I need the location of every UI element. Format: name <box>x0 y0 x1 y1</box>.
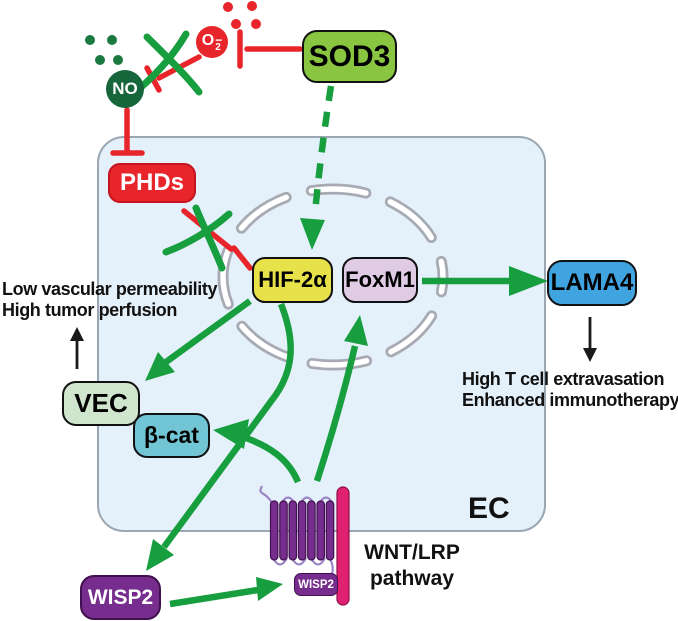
vec-node: VEC <box>62 381 140 426</box>
arrow-vec-effect <box>70 327 84 369</box>
foxm1-label: FoxM1 <box>345 267 415 292</box>
bcat-label: β-cat <box>144 422 199 448</box>
no-dots <box>85 35 123 65</box>
wisp2-receptor-tag: WISP2 <box>294 573 338 596</box>
arrow-receptor-foxm1 <box>313 315 368 483</box>
wnt-lrp-pathway-label: WNT/LRP pathway <box>352 540 472 593</box>
frizzled-receptor <box>259 485 350 606</box>
receptor-n-terminus <box>259 485 273 504</box>
no-molecule: NO <box>106 70 144 108</box>
cell-label: EC <box>468 492 510 525</box>
no-label: NO <box>112 79 138 98</box>
lama4-label: LAMA4 <box>550 269 634 296</box>
cross-out-icon-phds-hif2a <box>162 204 233 272</box>
inhibition-no-phds <box>110 107 145 156</box>
inhibition-sod3-superoxide <box>237 29 303 69</box>
left-effect-line1: Low vascular permeability <box>2 279 218 299</box>
vec-label: VEC <box>74 388 128 418</box>
foxm1-node: FoxM1 <box>342 257 418 303</box>
sod3-label: SOD3 <box>308 39 391 73</box>
phds-node: PHDs <box>108 163 196 203</box>
superoxide-label: O−2 <box>201 32 223 53</box>
hif2a-label: HIF-2α <box>258 267 327 292</box>
nucleus <box>217 183 449 371</box>
pathway-line2: pathway <box>369 567 455 591</box>
right-effect-line1: High T cell extravasation <box>462 369 665 389</box>
superoxide-molecule: O−2 <box>196 26 228 58</box>
right-effect-text: High T cell extravasation Enhanced immun… <box>462 369 678 410</box>
effect-arrows <box>70 317 597 369</box>
left-effect-line2: High tumor perfusion <box>2 299 177 320</box>
hif2a-node: HIF-2α <box>252 257 333 303</box>
phds-label: PHDs <box>119 169 185 196</box>
wisp2-label: WISP2 <box>87 585 154 609</box>
superoxide-dots <box>223 1 261 29</box>
left-effect-text: Low vascular permeability High tumor per… <box>2 279 217 320</box>
arrow-hif2a-wisp2 <box>146 302 294 571</box>
arrow-lama4-effect <box>583 317 597 362</box>
lama4-node: LAMA4 <box>547 260 637 306</box>
arrow-wisp2-receptor <box>169 577 283 608</box>
bcat-node: β-cat <box>133 413 210 458</box>
sod3-node: SOD3 <box>302 30 397 83</box>
right-effect-line2: Enhanced immunotherapy <box>462 389 678 410</box>
wisp2-node: WISP2 <box>80 575 161 620</box>
arrow-foxm1-lama4 <box>422 266 548 296</box>
wisp2-receptor-label: WISP2 <box>298 578 334 591</box>
arrow-hif2a-vec <box>145 298 252 381</box>
lrp-bar <box>336 486 350 606</box>
activation-arrows <box>145 85 548 608</box>
arrow-sod3-hif2a <box>300 85 335 250</box>
pathway-line1: WNT/LRP <box>364 541 460 564</box>
